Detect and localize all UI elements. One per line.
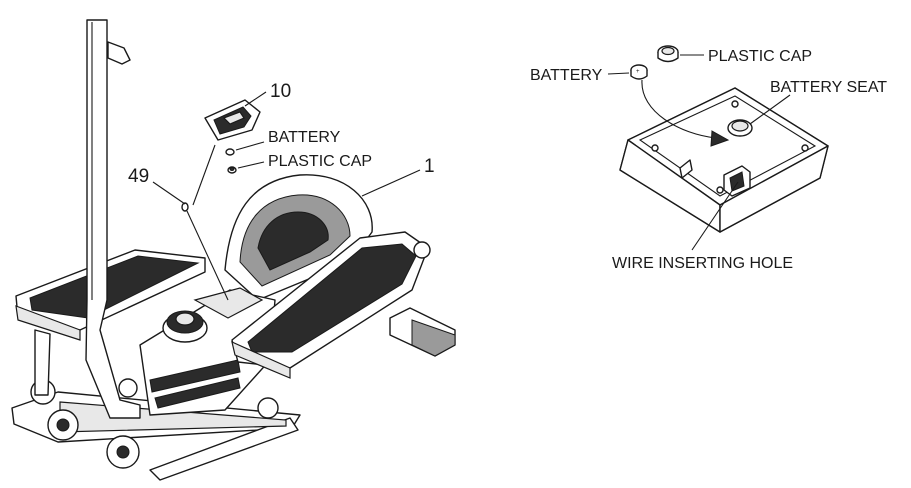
leader-wire-hole — [691, 181, 739, 251]
leader-battery-seat — [749, 94, 791, 125]
callout-battery-left: BATTERY — [268, 129, 341, 146]
right-pedal — [231, 231, 431, 379]
plastic-cap-small — [227, 166, 237, 174]
screw-hole — [651, 144, 659, 152]
plastic-cap-large — [657, 45, 679, 63]
insert-arrow — [641, 79, 717, 139]
svg-text:+: + — [636, 69, 640, 75]
leader-plastic-cap — [237, 161, 265, 169]
callout-battery-right: BATTERY — [530, 67, 603, 84]
leader-10 — [244, 91, 267, 107]
wire-inserting-hole — [723, 165, 751, 197]
callout-10: 10 — [270, 81, 291, 102]
leader-battery — [235, 141, 265, 151]
leader-battery-right — [607, 72, 630, 75]
callout-49: 49 — [128, 166, 149, 187]
callout-1: 1 — [424, 156, 435, 177]
callout-wire-inserting-hole: WIRE INSERTING HOLE — [612, 255, 793, 272]
battery-large: + — [630, 64, 648, 80]
elliptical-machine — [11, 19, 456, 481]
leader-49 — [152, 181, 186, 205]
callout-plastic-cap-right: PLASTIC CAP — [708, 48, 812, 65]
wire-49 — [181, 144, 229, 301]
base-frame — [11, 307, 456, 481]
screw-hole — [801, 144, 809, 152]
callout-battery-seat: BATTERY SEAT — [770, 79, 887, 96]
flywheel-housing — [139, 174, 373, 416]
callout-plastic-cap-left: PLASTIC CAP — [268, 153, 372, 170]
console-part-10 — [204, 99, 261, 141]
console-detail: + — [607, 45, 829, 251]
handle-bar — [85, 19, 141, 419]
left-pedal — [15, 249, 206, 396]
screw-hole — [716, 186, 724, 194]
battery-seat — [727, 119, 753, 137]
tension-knob — [162, 310, 208, 343]
screw-hole — [731, 100, 739, 108]
battery-small — [225, 148, 235, 156]
leader-1 — [361, 169, 421, 197]
